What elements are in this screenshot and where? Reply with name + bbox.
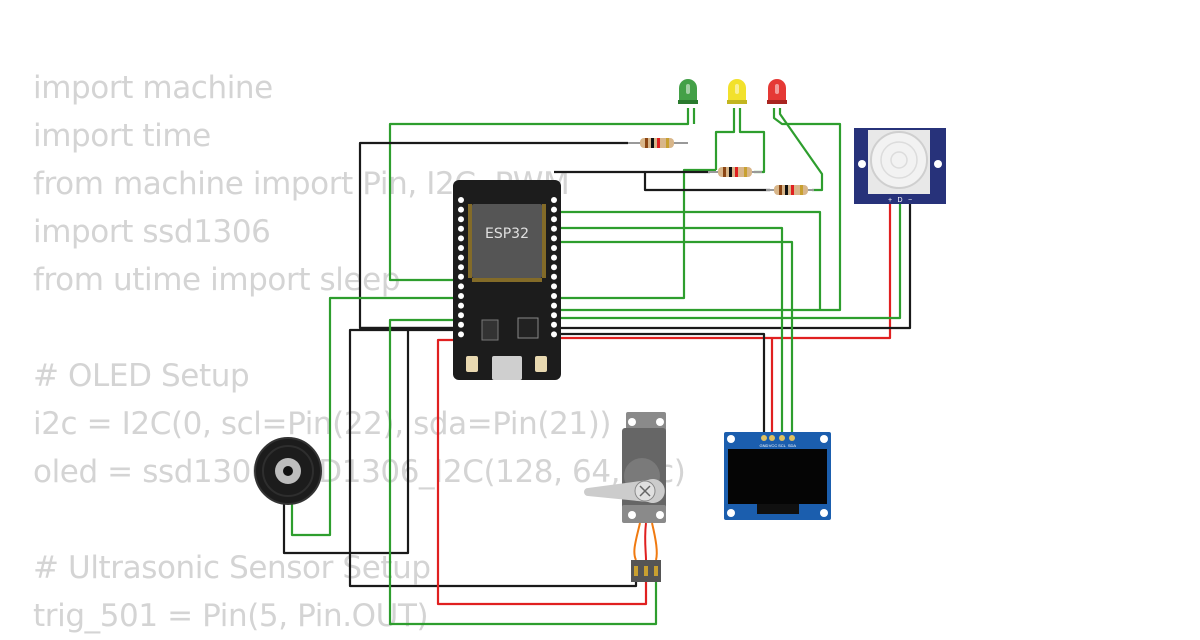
pin-header-right — [551, 197, 557, 338]
wire[interactable] — [388, 108, 690, 282]
pin-header-left — [458, 197, 464, 338]
pir-pin-label: + — [888, 197, 892, 204]
code-line: import ssd1306 — [33, 214, 271, 250]
esp32-pin[interactable] — [458, 225, 464, 232]
esp32-pin[interactable] — [551, 206, 557, 213]
wire[interactable] — [560, 226, 784, 436]
esp32-pin[interactable] — [458, 321, 464, 328]
esp32-pin[interactable] — [458, 254, 464, 261]
code-line: i2c = I2C(0, scl=Pin(22), sda=Pin(21)) — [33, 406, 612, 442]
wire[interactable] — [560, 332, 766, 436]
esp32-pin[interactable] — [458, 302, 464, 309]
resistor[interactable] — [766, 185, 814, 195]
esp32-board[interactable]: ESP32 — [453, 180, 561, 380]
esp32-pin[interactable] — [458, 331, 464, 338]
esp32-pin[interactable] — [458, 216, 464, 223]
wire[interactable] — [290, 296, 458, 537]
esp32-pin[interactable] — [458, 264, 464, 271]
esp32-pin[interactable] — [551, 225, 557, 232]
wire[interactable] — [778, 108, 824, 192]
esp32-pin[interactable] — [551, 197, 557, 203]
led-red[interactable] — [767, 79, 787, 104]
pir-pin-label: D — [897, 197, 902, 204]
wire[interactable] — [282, 328, 410, 555]
wire[interactable] — [560, 108, 842, 312]
oled-pin-label: SCL — [778, 443, 787, 448]
esp32-pin[interactable] — [551, 264, 557, 271]
esp32-pin[interactable] — [551, 302, 557, 309]
wire[interactable] — [714, 108, 736, 170]
esp32-pin[interactable] — [551, 273, 557, 280]
code-line: trig_501 = Pin(5, Pin.OUT) — [33, 598, 429, 634]
code-line: import time — [33, 118, 211, 154]
resistor[interactable] — [628, 138, 688, 148]
resistor[interactable] — [708, 167, 762, 177]
wire[interactable] — [388, 318, 658, 626]
piezo-buzzer[interactable] — [254, 437, 322, 505]
wire[interactable] — [738, 108, 766, 174]
esp32-pin[interactable] — [458, 283, 464, 290]
code-line: import machine — [33, 70, 273, 106]
esp32-pin[interactable] — [551, 331, 557, 338]
wire[interactable] — [436, 338, 648, 606]
wire[interactable] — [560, 204, 902, 320]
esp32-pin[interactable] — [458, 293, 464, 299]
led-yellow[interactable] — [727, 79, 747, 104]
code-line: # Ultrasonic Sensor Setup — [33, 550, 431, 586]
oled-pin-label: GND — [760, 443, 769, 448]
esp32-pin[interactable] — [551, 254, 557, 261]
code-line: # OLED Setup — [33, 358, 250, 394]
esp32-pin[interactable] — [458, 206, 464, 213]
esp32-pin[interactable] — [458, 235, 464, 242]
esp32-pin[interactable] — [551, 312, 557, 319]
servo-motor[interactable] — [584, 412, 666, 582]
wire[interactable] — [560, 210, 822, 310]
esp32-label: ESP32 — [485, 226, 529, 242]
led-green[interactable] — [678, 79, 698, 104]
esp32-pin[interactable] — [458, 197, 464, 203]
pir-pin-label: − — [908, 197, 912, 204]
wire[interactable] — [560, 240, 794, 436]
pir-sensor[interactable]: + D − — [854, 128, 946, 204]
esp32-pin[interactable] — [551, 216, 557, 223]
esp32-pin[interactable] — [551, 283, 557, 290]
oled-display[interactable]: GND VCC SCL SDA — [724, 432, 831, 520]
oled-pin-label: VCC — [769, 443, 778, 448]
wire[interactable] — [560, 168, 716, 300]
wire[interactable] — [348, 328, 638, 588]
esp32-pin[interactable] — [458, 273, 464, 280]
esp32-pin[interactable] — [458, 312, 464, 319]
oled-pin-label: SDA — [788, 443, 797, 448]
esp32-pin[interactable] — [458, 245, 464, 251]
esp32-pin[interactable] — [551, 321, 557, 328]
esp32-pin[interactable] — [551, 245, 557, 251]
wire[interactable] — [560, 204, 892, 340]
esp32-pin[interactable] — [551, 293, 557, 299]
wire[interactable] — [643, 170, 770, 192]
esp32-pin[interactable] — [551, 235, 557, 242]
